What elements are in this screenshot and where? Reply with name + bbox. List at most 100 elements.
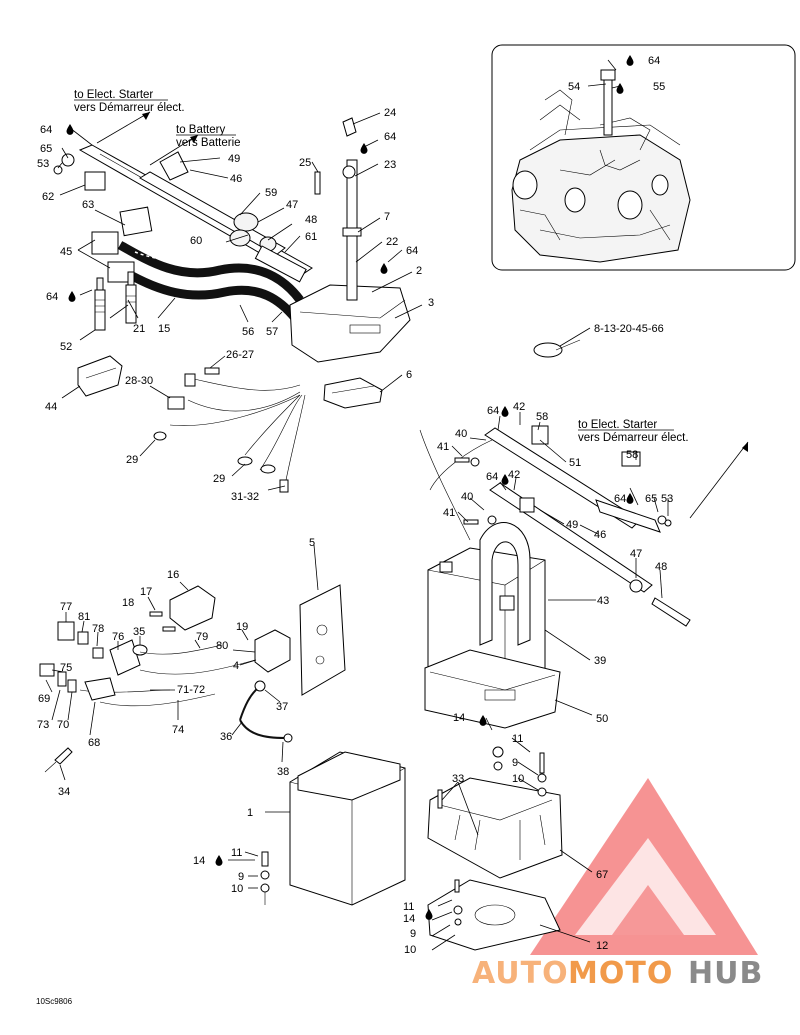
part-label: 19 — [236, 621, 248, 633]
part-label: 81 — [78, 611, 90, 623]
part-label: 10 — [404, 944, 416, 956]
part-label: 41 — [443, 507, 455, 519]
caption-to-starter-2: to Elect. Starter — [578, 419, 657, 431]
part-label: 77 — [60, 601, 72, 613]
part-label: 80 — [216, 640, 228, 652]
part-label: 22 — [386, 236, 398, 248]
drop-icon — [380, 263, 388, 274]
part-label: 9 — [410, 928, 416, 940]
part-label: 51 — [569, 457, 581, 469]
part-label: 10 — [512, 773, 524, 785]
part-label: 39 — [594, 655, 606, 667]
part-label: 65 — [645, 493, 657, 505]
part-label: 14 — [453, 712, 465, 724]
part-label: 45 — [60, 246, 72, 258]
drawing-code: 10Sc9806 — [36, 997, 73, 1006]
solenoid-assembly — [39, 584, 406, 906]
leader-lines — [45, 59, 669, 951]
part-label: 64 — [648, 55, 660, 67]
caption-vers-starter-1: vers Démarreur élect. — [74, 102, 185, 114]
part-label: 58 — [536, 411, 548, 423]
part-label: 15 — [158, 323, 170, 335]
part-label: 60 — [190, 235, 202, 247]
part-label: 38 — [277, 766, 289, 778]
part-label: 10 — [231, 883, 243, 895]
part-label: 31-32 — [231, 491, 259, 503]
drop-icon — [501, 406, 509, 417]
direction-arrows — [96, 111, 749, 519]
part-label: 18 — [122, 597, 134, 609]
part-label: 7 — [384, 211, 390, 223]
part-label: 14 — [193, 855, 205, 867]
part-label: 79 — [196, 631, 208, 643]
battery-assembly — [419, 425, 691, 951]
part-label: 8-13-20-45-66 — [594, 323, 664, 335]
part-label: 47 — [286, 199, 298, 211]
part-label: 56 — [242, 326, 254, 338]
part-label: 49 — [566, 519, 578, 531]
part-label: 29 — [126, 454, 138, 466]
part-label: 63 — [82, 199, 94, 211]
drop-icon — [66, 124, 74, 135]
part-label: 74 — [172, 724, 184, 736]
part-label: 21 — [133, 323, 145, 335]
cable-assembly-top — [53, 117, 581, 493]
part-label: 42 — [513, 401, 525, 413]
watermark-logo — [530, 778, 758, 955]
part-label: 3 — [428, 297, 434, 309]
caption-to-starter-1: to Elect. Starter — [74, 89, 153, 101]
part-label: 57 — [266, 326, 278, 338]
part-label: 17 — [140, 586, 152, 598]
part-label: 5 — [309, 537, 315, 549]
part-label: 70 — [57, 719, 69, 731]
part-label: 64 — [406, 245, 418, 257]
watermark-hub: HUB — [688, 956, 763, 991]
drop-icon — [68, 291, 76, 302]
part-label: 9 — [238, 871, 244, 883]
part-label: 33 — [452, 773, 464, 785]
part-label: 25 — [299, 157, 311, 169]
watermark-moto: MOTO — [568, 956, 673, 991]
part-label: 67 — [596, 869, 608, 881]
part-label: 49 — [228, 153, 240, 165]
part-label: 62 — [42, 191, 54, 203]
part-label: 52 — [60, 341, 72, 353]
captions: to Elect. Starter vers Démarreur élect. … — [36, 89, 689, 1006]
watermark-auto: AUTO — [472, 956, 569, 991]
part-label: 53 — [661, 493, 673, 505]
part-label: 78 — [92, 623, 104, 635]
drop-icon — [360, 143, 368, 154]
part-label: 64 — [40, 124, 52, 136]
part-label: 29 — [213, 473, 225, 485]
drop-icon — [626, 493, 634, 504]
part-label: 68 — [88, 737, 100, 749]
part-label: 36 — [220, 731, 232, 743]
part-label: 1 — [247, 807, 253, 819]
part-label: 40 — [455, 428, 467, 440]
part-label: 64 — [614, 493, 626, 505]
caption-vers-battery: vers Batterie — [176, 137, 241, 149]
part-label: 11 — [403, 901, 414, 913]
part-label: 2 — [416, 265, 422, 277]
part-label: 35 — [133, 626, 145, 638]
part-label: 40 — [461, 491, 473, 503]
caption-vers-starter-2: vers Démarreur élect. — [578, 432, 689, 444]
part-label: 43 — [597, 595, 609, 607]
part-label: 11 — [231, 847, 242, 859]
drop-icon — [215, 855, 223, 866]
part-label: 76 — [112, 631, 124, 643]
part-label: 12 — [596, 940, 608, 952]
part-label: 34 — [58, 786, 70, 798]
part-label: 53 — [37, 158, 49, 170]
part-label: 42 — [508, 469, 520, 481]
part-label: 71-72 — [177, 684, 205, 696]
part-label: 75 — [60, 662, 72, 674]
part-label: 9 — [512, 757, 518, 769]
part-label: 46 — [594, 529, 606, 541]
part-label: 11 — [512, 733, 523, 745]
part-label: 47 — [630, 548, 642, 560]
part-label: 58 — [626, 449, 638, 461]
part-label: 65 — [40, 143, 52, 155]
engine-inset — [491, 44, 796, 271]
part-label: 54 — [568, 81, 580, 93]
